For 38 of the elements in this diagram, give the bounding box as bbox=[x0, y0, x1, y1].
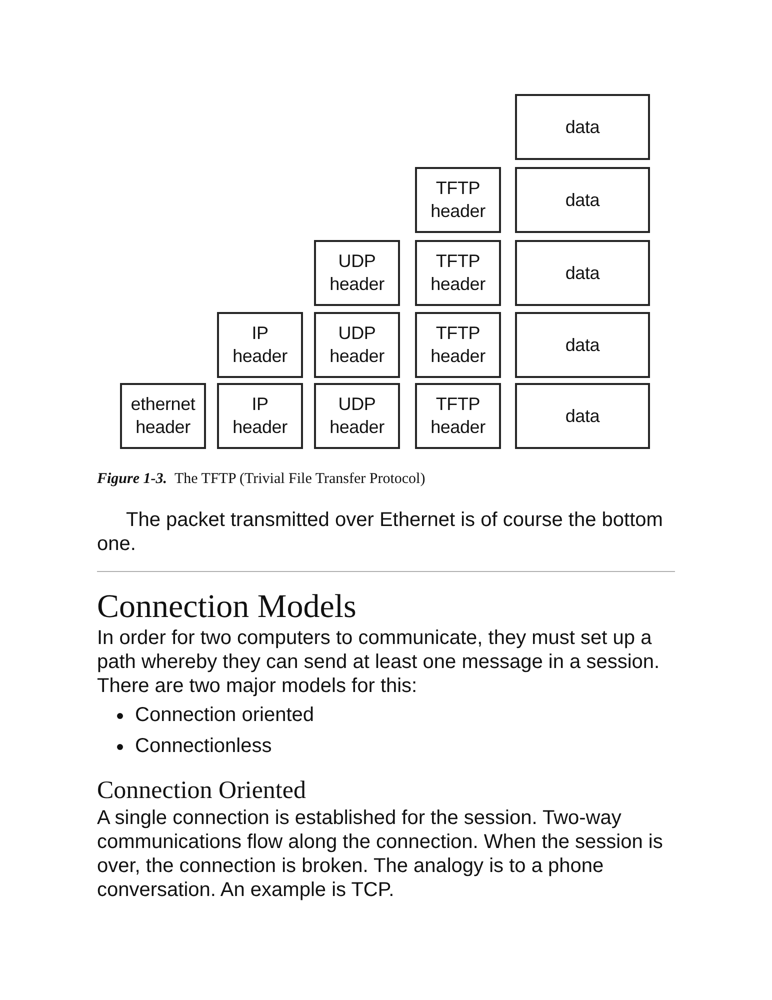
packet-field-box bbox=[415, 240, 501, 306]
packet-field-box bbox=[515, 167, 650, 233]
list-item: Connectionless bbox=[135, 734, 272, 758]
list-item: Connection oriented bbox=[135, 703, 314, 727]
box-label: IP header bbox=[232, 393, 288, 439]
section-heading: Connection Models bbox=[97, 588, 356, 626]
body-paragraph: In order for two computers to communicate, they must set up a path whereby they can send at least one message in a session. There are two major models for this: bbox=[97, 626, 661, 698]
box-label: UDP header bbox=[328, 250, 386, 296]
packet-field-box bbox=[415, 383, 501, 449]
box-label: data bbox=[565, 262, 600, 284]
box-label: TFTP header bbox=[430, 250, 486, 296]
box-label: TFTP header bbox=[430, 393, 486, 439]
packet-field-box bbox=[217, 312, 303, 378]
packet-field-box bbox=[314, 240, 400, 306]
packet-field-box bbox=[515, 94, 650, 160]
packet-field-box bbox=[415, 312, 501, 378]
packet-field-box bbox=[415, 167, 501, 233]
body-paragraph: A single connection is established for the session. Two-way communications flow along the connection. When the session is over, the connection is broken. The analogy is to a phone conversation. An example is TCP. bbox=[97, 806, 664, 902]
packet-field-box bbox=[515, 240, 650, 306]
packet-field-box bbox=[217, 383, 303, 449]
subsection-heading: Connection Oriented bbox=[97, 776, 306, 806]
box-label: IP header bbox=[232, 322, 288, 368]
packet-field-box bbox=[314, 312, 400, 378]
box-label: data bbox=[565, 116, 600, 138]
box-label: UDP header bbox=[328, 393, 386, 439]
body-paragraph: The packet transmitted over Ethernet is of course the bottom one. bbox=[97, 508, 664, 556]
box-label: data bbox=[565, 334, 600, 356]
packet-field-box bbox=[314, 383, 400, 449]
box-label: ethernet header bbox=[130, 393, 196, 439]
figure-caption: Figure 1-3. The TFTP (Trivial File Transfer Protocol) bbox=[97, 470, 426, 489]
box-label: data bbox=[565, 404, 600, 428]
box-label: TFTP header bbox=[430, 177, 486, 223]
packet-field-box bbox=[120, 383, 206, 449]
packet-field-box bbox=[515, 383, 650, 449]
packet-field-box bbox=[515, 312, 650, 378]
box-label: UDP header bbox=[328, 322, 386, 368]
box-label: data bbox=[565, 188, 600, 212]
box-label: TFTP header bbox=[430, 322, 486, 368]
